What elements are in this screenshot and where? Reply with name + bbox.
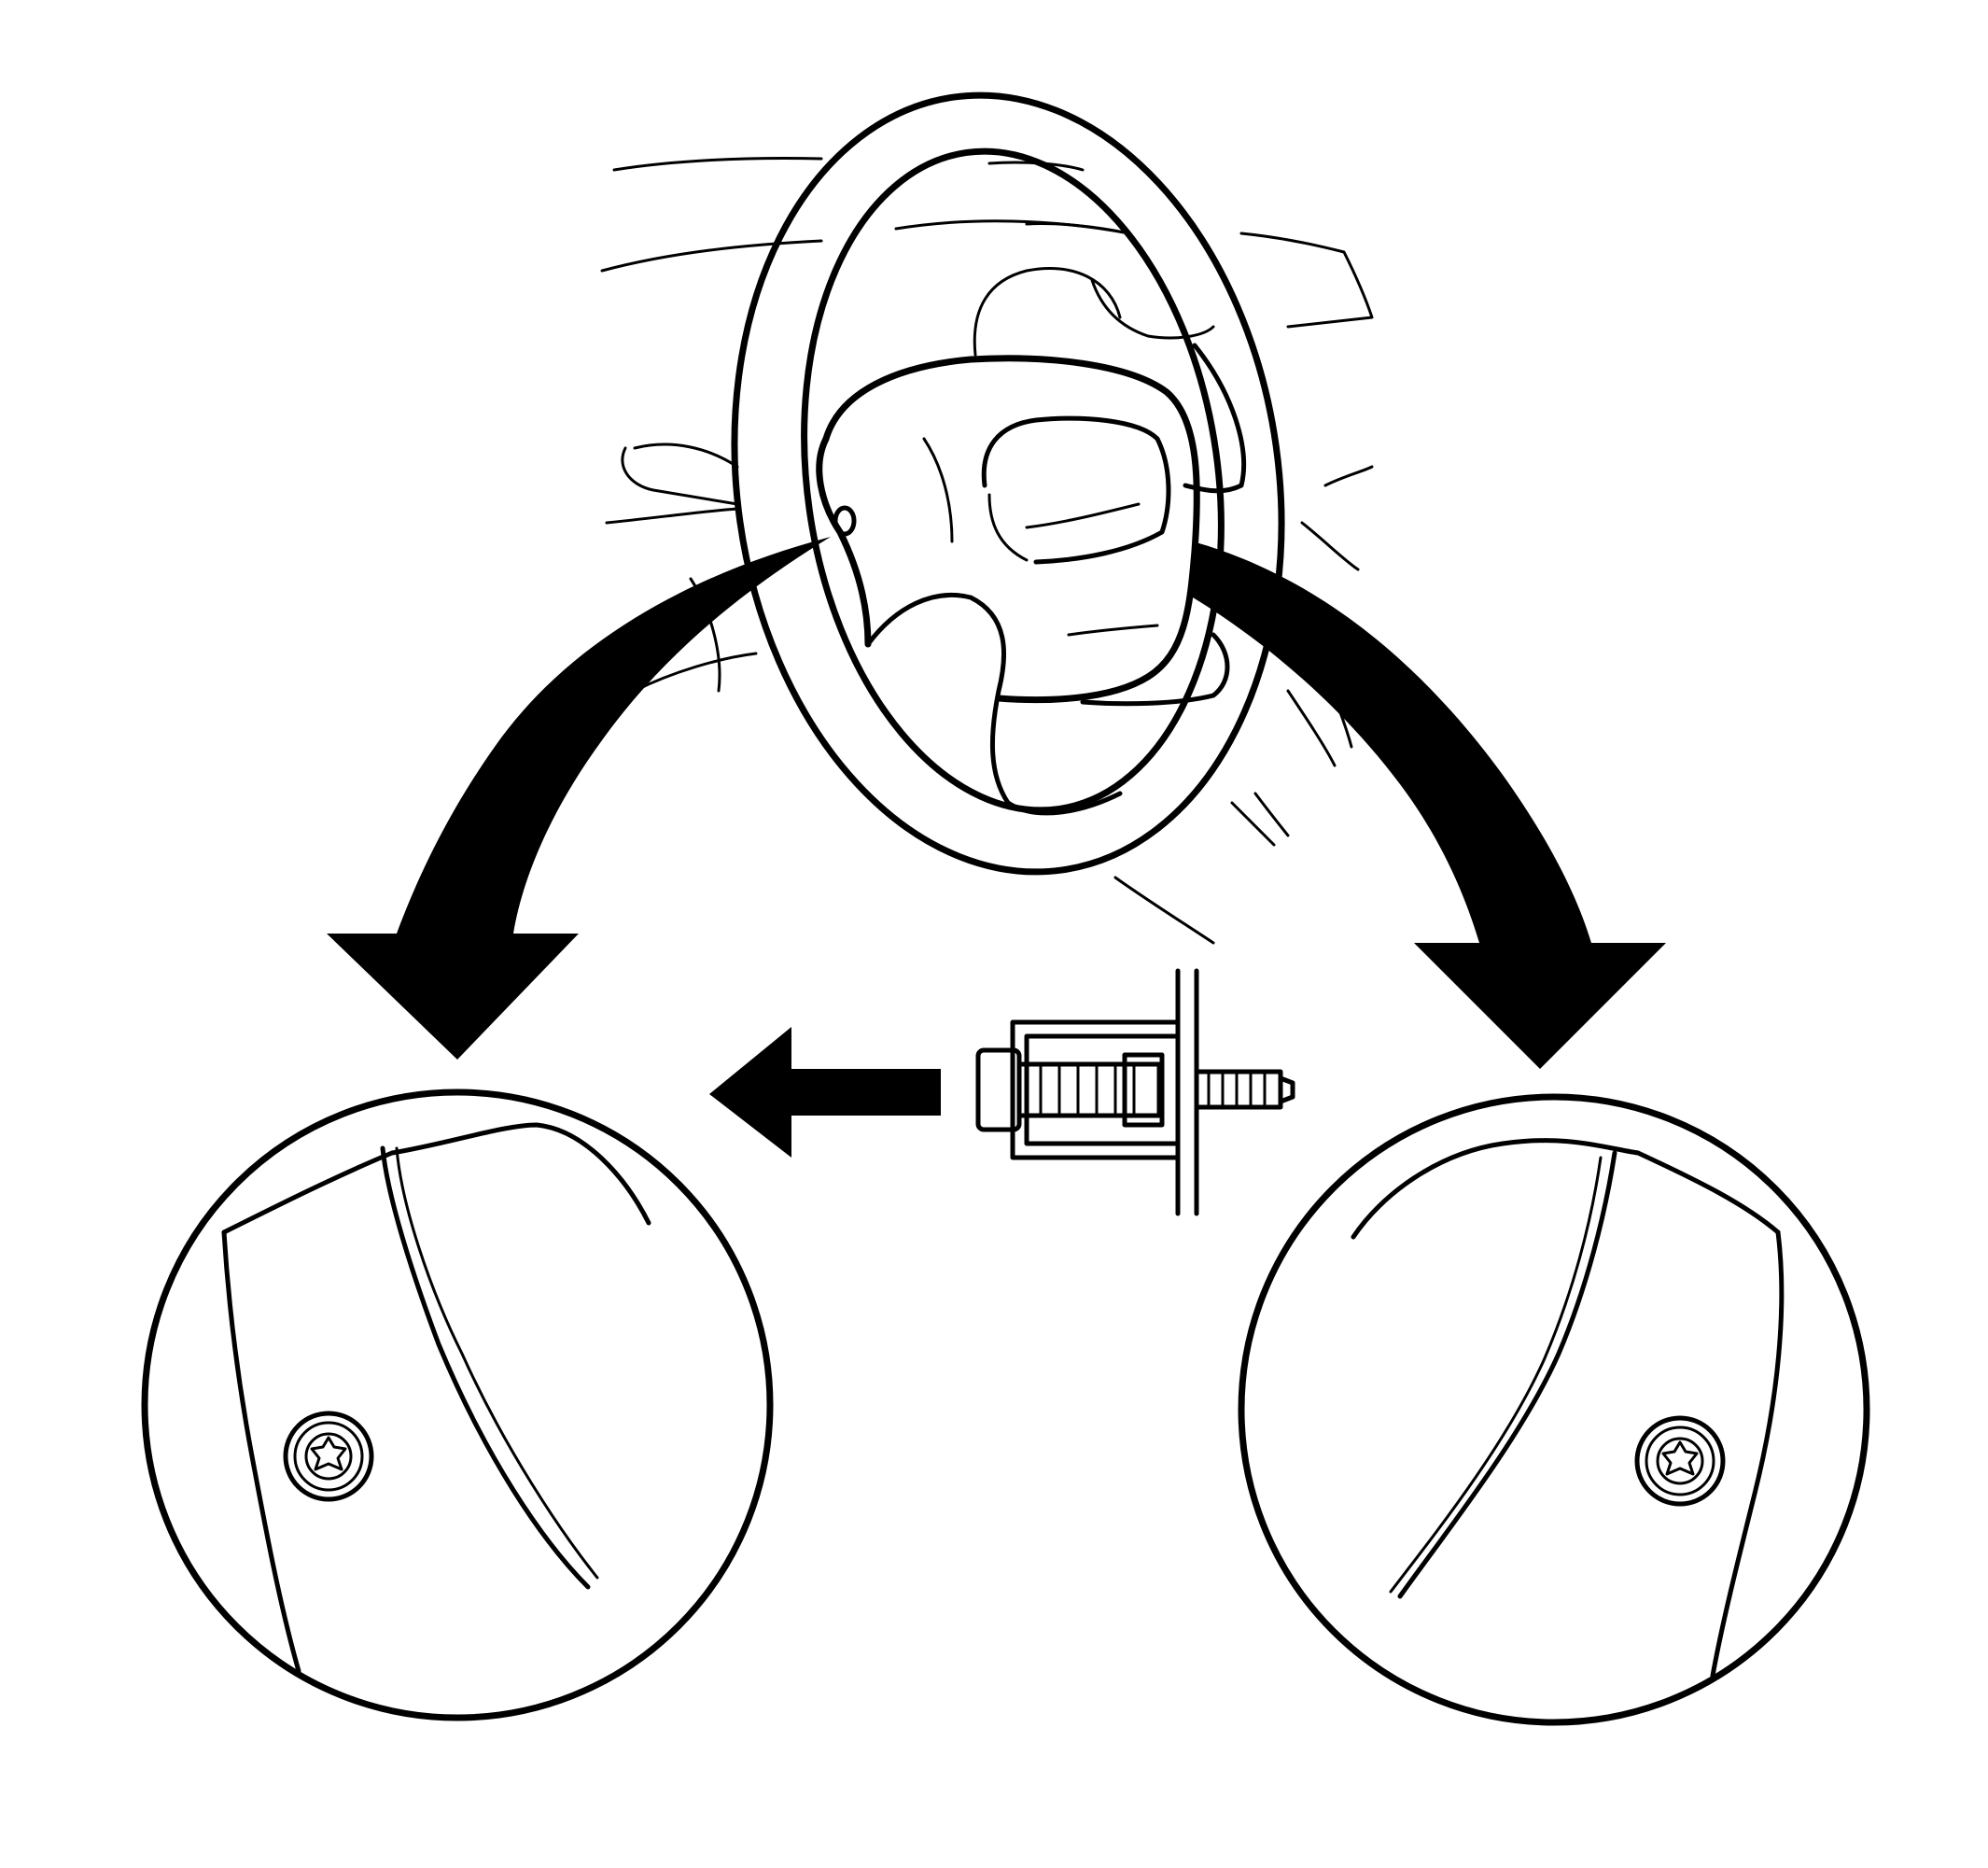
curved-arrow-down-right	[1193, 541, 1666, 1069]
magnified-detail-right	[1238, 1093, 1870, 1726]
torx-bolt-icon	[975, 968, 1295, 1216]
magnified-detail-left	[141, 1088, 774, 1721]
straight-arrow-left	[709, 1027, 941, 1158]
steering-wheel-icon	[731, 91, 1285, 876]
airbag-module-icon	[816, 355, 1200, 704]
curved-arrow-down-left	[327, 537, 831, 1060]
dashboard-lines	[600, 157, 1374, 945]
